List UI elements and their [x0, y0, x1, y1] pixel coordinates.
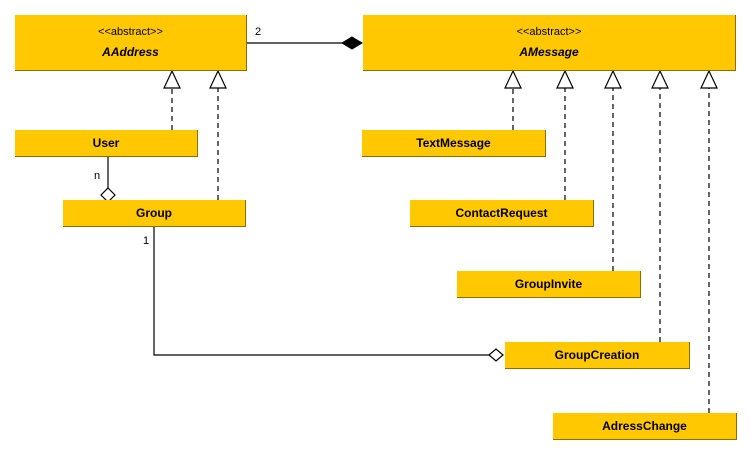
multiplicity-label-group-groupcreation: 1 — [143, 235, 150, 247]
edge-aggregation-user-group — [100, 157, 116, 203]
edge-generalization-group-aaddress — [209, 69, 227, 200]
class-name-contactrequest: ContactRequest — [455, 206, 548, 220]
class-box-amessage[interactable]: <<abstract>> AMessage — [363, 15, 736, 71]
edge-generalization-contactrequest-amessage — [556, 69, 574, 200]
multiplicity-label-aaddress-amessage: 2 — [255, 26, 262, 38]
edge-generalization-adresschange-amessage — [700, 69, 718, 413]
class-name-user: User — [92, 136, 120, 150]
class-box-contactrequest[interactable]: ContactRequest — [410, 200, 594, 227]
class-name-adresschange: AdressChange — [602, 419, 687, 433]
class-box-groupinvite[interactable]: GroupInvite — [457, 271, 641, 298]
class-name-amessage: AMessage — [519, 45, 579, 59]
edge-generalization-groupinvite-amessage — [604, 69, 622, 271]
class-stereotype-amessage: <<abstract>> — [516, 26, 582, 38]
edge-generalization-user-aaddress — [163, 69, 181, 130]
class-box-textmessage[interactable]: TextMessage — [362, 130, 546, 157]
class-name-groupcreation: GroupCreation — [554, 348, 640, 362]
class-box-aaddress[interactable]: <<abstract>> AAddress — [15, 15, 247, 71]
multiplicity-label-user-group: n — [94, 170, 101, 182]
class-box-groupcreation[interactable]: GroupCreation — [505, 342, 690, 369]
class-stereotype-aaddress: <<abstract>> — [98, 26, 163, 38]
edge-generalization-groupcreation-amessage — [651, 69, 669, 342]
class-box-adresschange[interactable]: AdressChange — [553, 413, 737, 440]
class-name-groupinvite: GroupInvite — [514, 277, 583, 291]
class-name-group: Group — [136, 206, 172, 220]
class-box-group[interactable]: Group — [63, 200, 246, 227]
class-name-textmessage: TextMessage — [416, 136, 491, 150]
class-name-aaddress: AAddress — [102, 45, 159, 59]
edge-composition-aaddress-amessage — [247, 36, 363, 50]
edge-aggregation-group-groupcreation — [153, 227, 504, 362]
class-box-user[interactable]: User — [15, 130, 198, 157]
edge-generalization-textmessage-amessage — [504, 69, 522, 130]
